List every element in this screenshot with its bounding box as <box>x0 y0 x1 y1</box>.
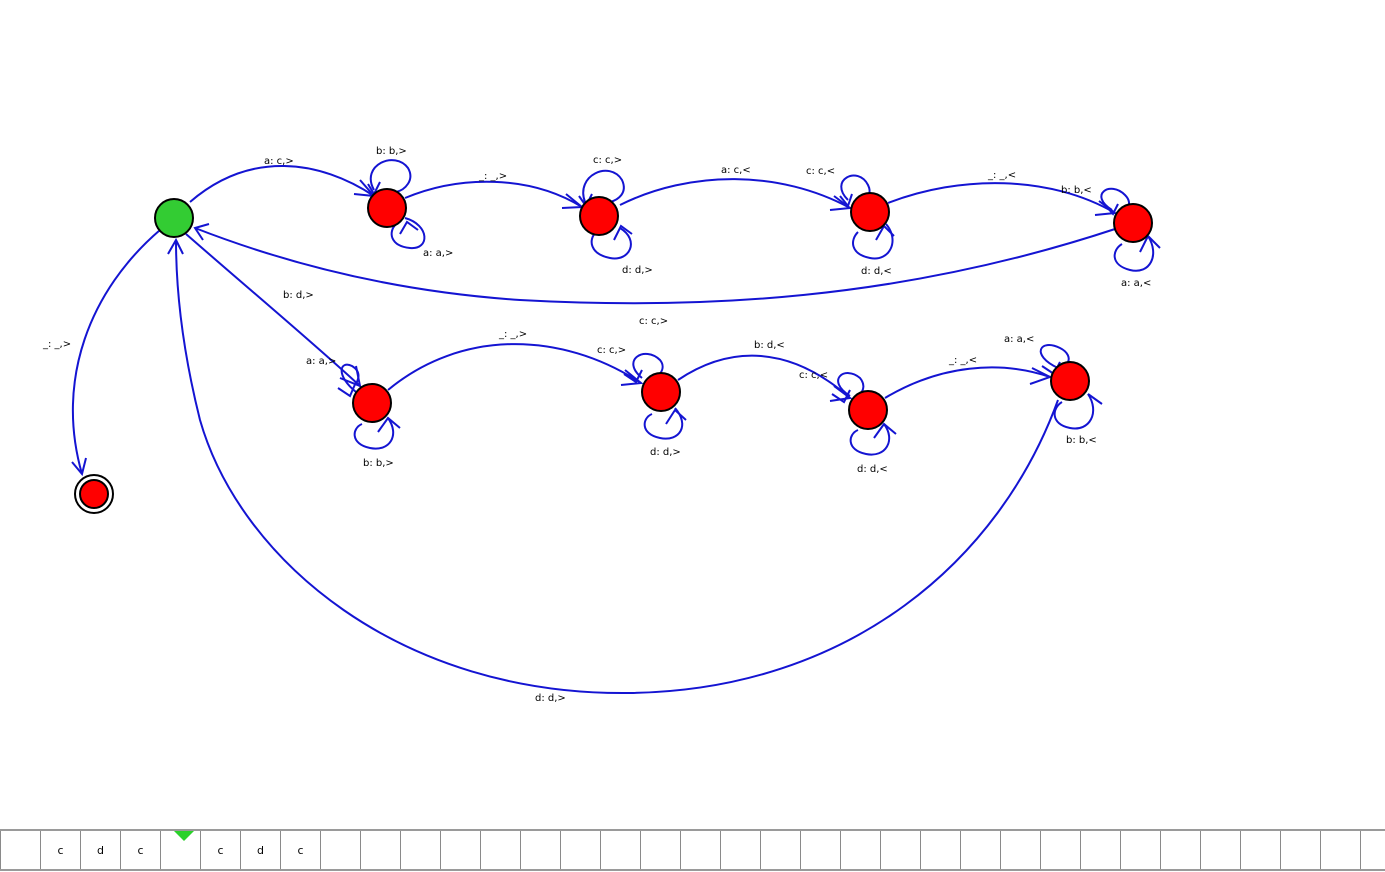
tape-cell[interactable] <box>1000 831 1040 869</box>
state-top-2[interactable] <box>579 196 619 236</box>
tape-cell[interactable] <box>840 831 880 869</box>
tape-cell[interactable]: d <box>240 831 280 869</box>
state-top-4[interactable] <box>1113 203 1153 243</box>
label-top4-start: c: c,> <box>639 316 668 327</box>
state-accept[interactable] <box>74 474 114 514</box>
state-bottom-1[interactable] <box>352 383 392 423</box>
tape-cell[interactable] <box>0 831 40 869</box>
tape-cell[interactable] <box>160 831 200 869</box>
loop-top2-bottom[interactable] <box>590 224 633 260</box>
tape-cell[interactable] <box>1320 831 1360 869</box>
tape-cell[interactable] <box>480 831 520 869</box>
label-bottom2-loop-bottom: d: d,> <box>650 447 681 458</box>
label-top1-loop-top: b: b,> <box>376 146 407 157</box>
label-bottom1-bottom2: _: _,> <box>498 329 527 340</box>
edge-top4-start[interactable] <box>193 223 1116 305</box>
label-bottom1-loop-top: a: a,> <box>306 356 336 367</box>
tape-cell[interactable] <box>1040 831 1080 869</box>
state-start[interactable] <box>154 198 194 238</box>
label-bottom4-loop-top: a: a,< <box>1004 334 1034 345</box>
edge-bottom3-bottom4[interactable] <box>884 366 1053 399</box>
tape-cell[interactable] <box>1160 831 1200 869</box>
tape-cell[interactable] <box>560 831 600 869</box>
state-top-3[interactable] <box>850 192 890 232</box>
label-bottom1-loop-bottom: b: b,> <box>363 458 394 469</box>
loop-bottom1-top[interactable] <box>337 363 360 398</box>
tape-cell[interactable] <box>720 831 760 869</box>
label-bottom3-loop-bottom: d: d,< <box>857 464 888 475</box>
label-top1-top2: _: _,> <box>478 171 507 182</box>
loop-bottom4-bottom[interactable] <box>1053 393 1103 430</box>
tape-cell[interactable] <box>1080 831 1120 869</box>
label-bottom3-loop-top: c: c,< <box>799 370 828 381</box>
state-top-1[interactable] <box>367 188 407 228</box>
tape-cell[interactable] <box>400 831 440 869</box>
edge-bottom2-bottom3[interactable] <box>677 354 853 402</box>
loop-bottom3-top[interactable] <box>831 372 865 404</box>
label-top3-loop-bottom: d: d,< <box>861 266 892 277</box>
label-top2-top3: a: c,< <box>721 165 751 176</box>
state-bottom-3[interactable] <box>848 390 888 430</box>
tape-cell[interactable]: d <box>80 831 120 869</box>
label-top4-loop-bottom: a: a,< <box>1121 278 1151 289</box>
tape-border-bottom <box>0 869 1385 871</box>
label-start-top1: a: c,> <box>264 156 294 167</box>
loop-bottom2-top[interactable] <box>623 353 664 384</box>
loop-top1-bottom[interactable] <box>390 217 426 250</box>
tape-cell[interactable] <box>1120 831 1160 869</box>
edge-top1-top2[interactable] <box>404 180 585 209</box>
label-top2-loop-top: c: c,> <box>593 155 622 166</box>
edge-bottom1-bottom2[interactable] <box>387 343 644 391</box>
state-diagram-canvas[interactable]: a: c,> b: b,> a: a,> _: _,> c: c,> d: d,… <box>0 0 1385 826</box>
state-bottom-4[interactable] <box>1050 361 1090 401</box>
tape-cell[interactable] <box>320 831 360 869</box>
label-bottom4-start: d: d,> <box>535 693 566 704</box>
tape-cell[interactable] <box>1240 831 1280 869</box>
tape-cell[interactable]: c <box>200 831 240 869</box>
tape-cell[interactable] <box>360 831 400 869</box>
edge-start-top1[interactable] <box>189 165 377 203</box>
tape-cell[interactable] <box>880 831 920 869</box>
label-top3-top4: _: _,< <box>987 170 1016 181</box>
tape-cell[interactable] <box>1360 831 1385 869</box>
edge-start-accept[interactable] <box>71 229 161 477</box>
tape-cell[interactable]: c <box>280 831 320 869</box>
tape-cell[interactable] <box>760 831 800 869</box>
state-bottom-2[interactable] <box>641 372 681 412</box>
label-top3-loop-top: c: c,< <box>806 166 835 177</box>
tape-head-icon[interactable] <box>174 831 194 841</box>
label-bottom2-loop-top: c: c,> <box>597 345 626 356</box>
tape-cell[interactable]: c <box>120 831 160 869</box>
tape-cell[interactable]: c <box>40 831 80 869</box>
tape-cell[interactable] <box>600 831 640 869</box>
loop-bottom3-bottom[interactable] <box>849 422 897 456</box>
tape-cell[interactable] <box>800 831 840 869</box>
edge-top2-top3[interactable] <box>619 178 853 211</box>
label-bottom4-loop-bottom: b: b,< <box>1066 435 1097 446</box>
loop-bottom1-bottom[interactable] <box>353 416 401 450</box>
tape-border-top <box>0 829 1385 831</box>
label-start-accept: _: _,> <box>42 339 71 350</box>
label-top2-loop-bottom: d: d,> <box>622 265 653 276</box>
label-bottom2-bottom3: b: d,< <box>754 340 785 351</box>
tape-cell[interactable] <box>960 831 1000 869</box>
tape-cell[interactable] <box>1200 831 1240 869</box>
label-top1-loop-bottom: a: a,> <box>423 248 453 259</box>
tape-cell[interactable] <box>680 831 720 869</box>
label-top4-loop-top: b: b,< <box>1061 185 1092 196</box>
tape-cell[interactable] <box>440 831 480 869</box>
tape-cell[interactable] <box>640 831 680 869</box>
tape-cell[interactable] <box>920 831 960 869</box>
label-start-bottom1: b: d,> <box>283 290 314 301</box>
label-bottom3-bottom4: _: _,< <box>948 355 977 366</box>
tape-cell[interactable] <box>1280 831 1320 869</box>
loop-bottom2-bottom[interactable] <box>643 407 687 440</box>
tape-cell[interactable] <box>520 831 560 869</box>
edge-bottom4-start[interactable] <box>167 237 1059 695</box>
